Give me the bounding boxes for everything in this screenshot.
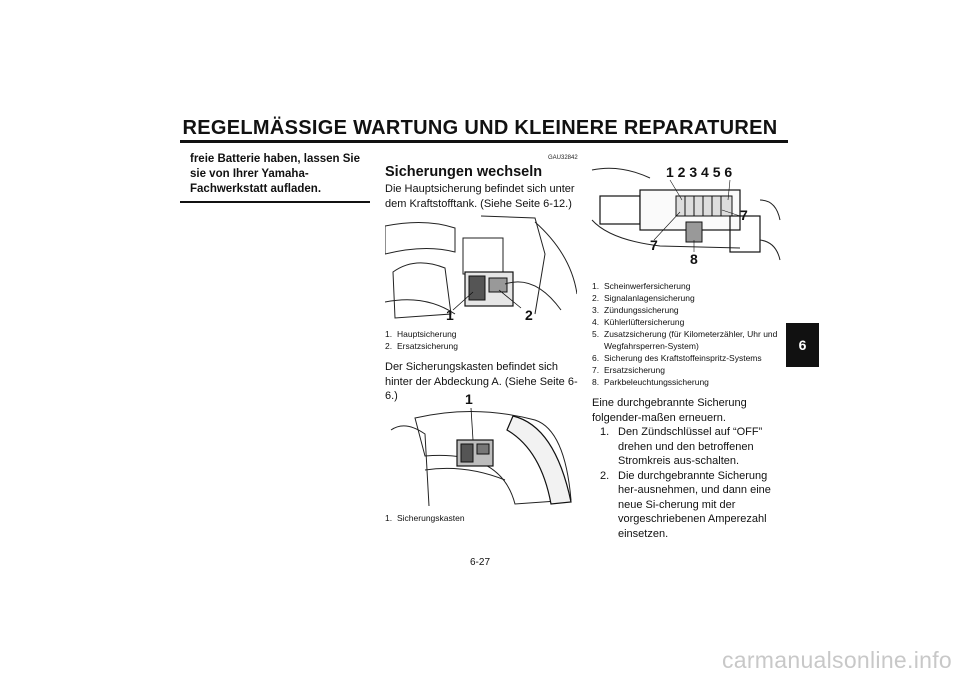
fuse-box-location-text: Der Sicherungskasten befindet sich hinte… (385, 361, 578, 402)
page-header-title: REGELMÄSSIGE WARTUNG UND KLEINERE REPARA… (182, 117, 778, 139)
caption-item: 2.Signalanlagensicherung (592, 293, 695, 303)
warning-end-rule (180, 201, 370, 203)
figure3-label-8: 8 (690, 251, 698, 267)
figure3-label-7b: 7 (650, 237, 658, 253)
fuse-box-illustration: 1 (390, 391, 572, 507)
figure3-captions: 1.Scheinwerfersicherung 2.Signalanlagens… (592, 280, 784, 388)
figure1-captions: 1.Hauptsicherung 2.Ersatzsicherung (385, 328, 580, 352)
caption-item: 6.Sicherung des Kraftstoffeinspritz-Syst… (592, 353, 762, 363)
figure1-label-2: 2 (525, 307, 533, 323)
caption-item: 1.Scheinwerfersicherung (592, 281, 691, 291)
figure3-label-7a: 7 (740, 207, 748, 223)
watermark: carmanualsonline.info (721, 647, 952, 673)
figure3-labels-1-6: 1 2 3 4 5 6 (666, 164, 732, 180)
main-fuse-illustration: 1 2 (385, 214, 577, 326)
header-rule (180, 140, 788, 143)
warning-continuation-text: freie Batterie haben, lassen Sie sie von… (190, 153, 361, 195)
chapter-tab: 6 (786, 323, 819, 367)
caption-item: 1.Hauptsicherung (385, 329, 457, 339)
section-heading: Sicherungen wechseln (385, 164, 543, 180)
caption-item: 7.Ersatzsicherung (592, 365, 665, 375)
caption-item: 4.Kühlerlüftersicherung (592, 317, 685, 327)
replacement-intro: Eine durchgebrannte Sicherung folgender-… (592, 397, 747, 424)
main-fuse-intro: Die Hauptsicherung befindet sich unter d… (385, 183, 575, 210)
caption-item: 8.Parkbeleuchtungssicherung (592, 377, 709, 387)
caption-item: 1.Sicherungskasten (385, 513, 465, 523)
caption-item: 3.Zündungssicherung (592, 305, 679, 315)
fuse-layout-illustration: 1 2 3 4 5 6 7 7 8 (591, 164, 781, 267)
caption-item: 2.Ersatzsicherung (385, 341, 458, 351)
figure1-label-1: 1 (446, 307, 454, 323)
step-item: 1.Den Zündschlüssel auf “OFF” drehen und… (600, 426, 763, 467)
step-item: 2.Die durchgebrannte Sicherung her-ausne… (600, 469, 771, 540)
caption-item: 5.Zusatzsicherung (für Kilometerzähler, … (592, 329, 778, 351)
figure2-captions: 1.Sicherungskasten (385, 512, 580, 524)
section-code: GAU32842 (548, 155, 578, 161)
figure2-label-1: 1 (465, 391, 473, 407)
page-number: 6-27 (469, 557, 490, 568)
replacement-steps: 1.Den Zündschlüssel auf “OFF” drehen und… (600, 425, 784, 541)
